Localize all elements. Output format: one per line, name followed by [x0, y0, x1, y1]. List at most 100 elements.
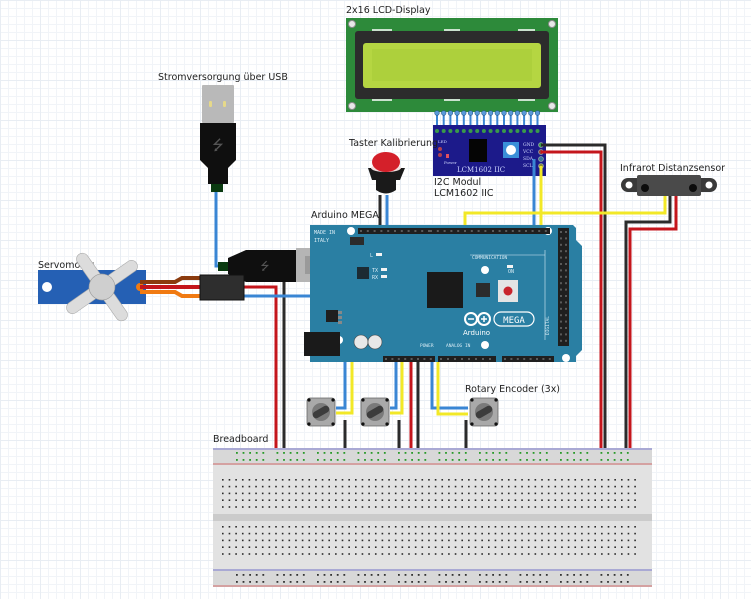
- arduino-pin: [565, 231, 567, 233]
- breadboard-rail-hole: [289, 581, 292, 583]
- breadboard-rail-hole: [417, 574, 420, 576]
- arduino-reset-button[interactable]: [503, 286, 513, 296]
- breadboard-rail-hole: [255, 452, 258, 454]
- breadboard-rail-hole: [573, 574, 575, 576]
- breadboard-hole: [308, 546, 311, 548]
- breadboard-hole: [567, 479, 570, 481]
- lcd-mount-hole: [548, 102, 556, 110]
- breadboard-hole: [494, 526, 497, 528]
- i2c-pin-sda-hole[interactable]: [538, 156, 544, 162]
- breadboard-hole: [607, 492, 610, 495]
- usb-b-strain: [218, 262, 228, 271]
- breadboard-hole: [581, 539, 583, 542]
- breadboard-hole: [514, 553, 517, 555]
- servo-motor[interactable]: Servomotor 101246: [38, 230, 245, 344]
- arduino-pin: [565, 263, 567, 265]
- breadboard-hole: [255, 532, 257, 535]
- breadboard-rail-hole: [296, 459, 299, 461]
- arduino-dc-jack[interactable]: [304, 332, 340, 356]
- breadboard-rail-hole: [364, 574, 366, 576]
- breadboard-hole: [634, 526, 636, 528]
- breadboard-rail-hole: [377, 574, 380, 576]
- encoder-knob[interactable]: [474, 404, 493, 419]
- arduino-pin: [565, 307, 567, 310]
- arduino-mega[interactable]: Arduino MEGA MADE IN ITALY COMMUNICATION…: [304, 210, 582, 362]
- breadboard-hole: [408, 526, 410, 528]
- wire-ir-gnd[interactable]: [624, 195, 672, 458]
- arduino-header-power[interactable]: [383, 356, 435, 362]
- breadboard-hole: [468, 479, 470, 481]
- arduino-pin: [387, 230, 390, 232]
- breadboard-hole: [335, 553, 337, 555]
- wire-usb-cable[interactable]: [214, 192, 222, 268]
- arduino-pin: [394, 230, 396, 232]
- breadboard-hole: [494, 546, 497, 548]
- breadboard-hole: [614, 553, 616, 555]
- rotary-encoder[interactable]: [469, 397, 499, 427]
- servo-horn[interactable]: [45, 230, 160, 344]
- breadboard-hole: [521, 532, 523, 535]
- arduino-header-analog[interactable]: [438, 356, 496, 362]
- breadboard-hole: [474, 479, 477, 481]
- wire-servo-vcc[interactable]: [244, 285, 278, 458]
- breadboard-hole: [374, 546, 377, 548]
- breadboard-hole: [222, 499, 224, 501]
- breadboard-hole: [601, 485, 603, 488]
- arduino-pin: [380, 230, 383, 232]
- breadboard-hole: [388, 485, 390, 488]
- i2c-module[interactable]: LED Power LCM1602 IIC GND VCC SDA SCL I2…: [433, 125, 546, 199]
- arduino-pin: [565, 237, 567, 240]
- wire-servo-gnd[interactable]: [244, 278, 286, 458]
- encoder-knob[interactable]: [311, 404, 330, 419]
- arduino-italy: ITALY: [314, 238, 329, 244]
- lcd-display[interactable]: 2x16 LCD-Display: [346, 5, 558, 130]
- breadboard-hole: [335, 499, 337, 501]
- arduino-pin: [385, 358, 387, 360]
- breadboard-hole: [514, 479, 517, 481]
- breadboard-hole: [601, 539, 603, 542]
- breadboard-hole: [627, 553, 630, 555]
- breadboard-hole: [248, 492, 251, 495]
- rotary-encoders[interactable]: Rotary Encoder (3x): [306, 384, 560, 427]
- calibration-button[interactable]: Taster Kalibrierung: [348, 138, 438, 194]
- wire-i2c-gnd[interactable]: [541, 143, 607, 458]
- button-cap[interactable]: [372, 152, 400, 172]
- breadboard-hole: [255, 506, 257, 508]
- breadboard-hole: [581, 492, 583, 495]
- breadboard-hole: [261, 553, 264, 555]
- button-housing: [368, 168, 405, 194]
- arduino-header-digital-double[interactable]: [558, 228, 569, 346]
- breadboard-hole: [275, 539, 277, 542]
- encoder-knob[interactable]: [365, 404, 384, 419]
- arduino-pin: [447, 358, 449, 360]
- arduino-pin: [504, 358, 506, 360]
- wire-i2c-vcc[interactable]: [541, 150, 603, 458]
- arduino-header-analog2[interactable]: [502, 356, 554, 362]
- breadboard-hole: [434, 506, 437, 508]
- i2c-sublabel: LCM1602 IIC: [434, 188, 494, 199]
- i2c-top-pin: [488, 129, 493, 133]
- breadboard-hole: [268, 485, 271, 488]
- wire-ir-signal[interactable]: [463, 195, 667, 232]
- breadboard-hole: [308, 532, 311, 535]
- breadboard-hole: [428, 485, 430, 488]
- i2c-pot-knob[interactable]: [506, 145, 516, 155]
- breadboard-hole: [554, 539, 557, 542]
- usb-plug[interactable]: Stromversorgung über USB ⭍: [158, 72, 288, 192]
- breadboard-hole: [428, 539, 430, 542]
- breadboard[interactable]: Breadboard: [213, 434, 652, 587]
- ir-distance-sensor[interactable]: Infrarot Distanzsensor: [620, 163, 725, 196]
- breadboard-rail-hole: [236, 574, 238, 576]
- breadboard-hole: [594, 539, 596, 542]
- rotary-encoder[interactable]: [360, 397, 390, 427]
- breadboard-hole: [355, 499, 357, 501]
- breadboard-hole: [428, 553, 430, 555]
- breadboard-hole: [315, 479, 317, 481]
- rotary-encoder[interactable]: [306, 397, 336, 427]
- arduino-led-rx-label: RX: [372, 275, 378, 281]
- breadboard-rail-hole: [317, 459, 319, 461]
- servo-connector[interactable]: [199, 274, 245, 301]
- breadboard-rail-hole: [560, 574, 562, 576]
- arduino-icsp2-header: [476, 283, 490, 297]
- wire-ir-vcc[interactable]: [628, 195, 678, 458]
